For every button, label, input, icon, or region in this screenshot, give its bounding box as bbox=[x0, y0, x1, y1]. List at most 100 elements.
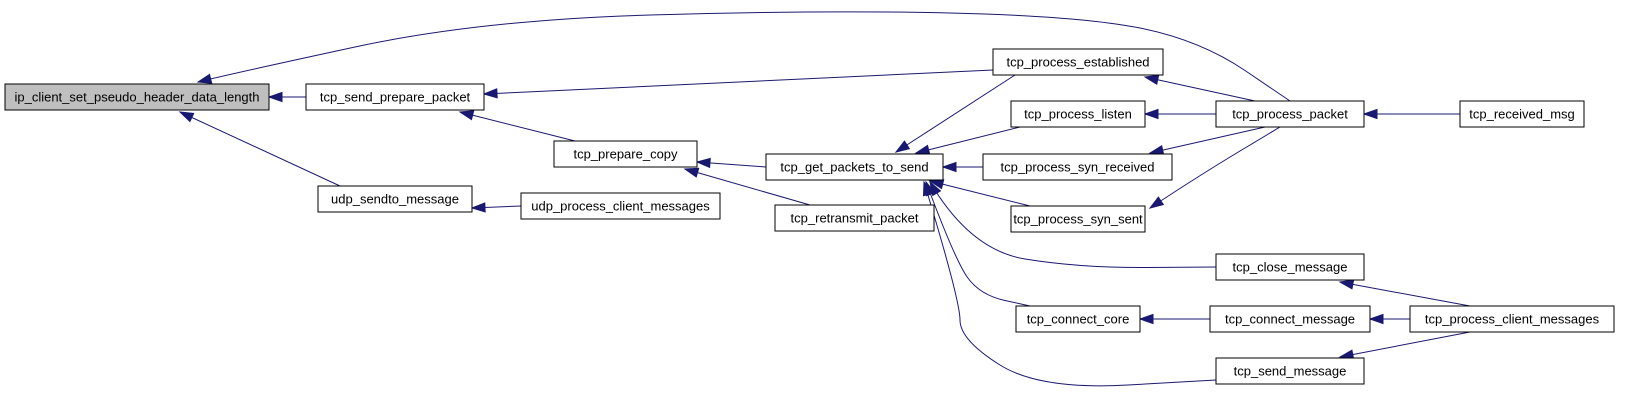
node-box[interactable] bbox=[1209, 305, 1371, 333]
node-udp_process_client_messages[interactable]: udp_process_client_messages bbox=[520, 192, 721, 220]
node-box[interactable] bbox=[1409, 305, 1615, 333]
node-box[interactable] bbox=[1010, 100, 1146, 128]
arrow-icon bbox=[1143, 74, 1160, 85]
node-box[interactable] bbox=[4, 83, 270, 111]
node-label: tcp_process_client_messages bbox=[1425, 312, 1600, 327]
edge-line bbox=[915, 126, 1021, 154]
node-tcp_send_message[interactable]: tcp_send_message bbox=[1215, 357, 1365, 385]
arrow-icon bbox=[1138, 313, 1154, 325]
edge-tcp_process_packet-to-ip_client_set_pseudo_header_data_length bbox=[196, 11, 1291, 102]
edge-tcp_process_syn_sent-to-tcp_get_packets_to_send bbox=[928, 179, 1031, 207]
arrow-icon bbox=[482, 88, 498, 99]
node-box[interactable] bbox=[1215, 357, 1365, 385]
node-tcp_close_message[interactable]: tcp_close_message bbox=[1215, 253, 1365, 281]
node-label: tcp_send_prepare_packet bbox=[320, 90, 471, 105]
edge-line bbox=[684, 168, 811, 206]
node-box[interactable] bbox=[992, 48, 1164, 76]
node-tcp_process_packet[interactable]: tcp_process_packet bbox=[1215, 100, 1365, 128]
node-box[interactable] bbox=[520, 192, 721, 220]
edge-tcp_process_packet-to-tcp_process_syn_sent bbox=[1148, 126, 1281, 209]
node-box[interactable] bbox=[1015, 305, 1141, 333]
edge-udp_process_client_messages-to-udp_sendto_message bbox=[470, 202, 522, 213]
node-label: udp_process_client_messages bbox=[531, 199, 710, 214]
edge-line bbox=[1339, 281, 1471, 307]
edge-tcp_process_established-to-tcp_get_packets_to_send bbox=[894, 74, 1016, 153]
node-label: tcp_process_listen bbox=[1024, 107, 1132, 122]
node-label: tcp_process_syn_sent bbox=[1013, 212, 1143, 227]
arrow-icon bbox=[1362, 108, 1378, 120]
edge-tcp_process_packet-to-tcp_process_listen bbox=[1143, 108, 1216, 120]
edge-tcp_connect_message-to-tcp_connect_core bbox=[1138, 313, 1210, 325]
node-ip_client_set_pseudo_header_data_length[interactable]: ip_client_set_pseudo_header_data_length bbox=[4, 83, 270, 111]
node-tcp_connect_core[interactable]: tcp_connect_core bbox=[1015, 305, 1141, 333]
edge-line bbox=[895, 74, 1016, 153]
arrow-icon bbox=[941, 161, 957, 173]
edge-line bbox=[197, 11, 1291, 102]
edge-tcp_send_prepare_packet-to-ip_client_set_pseudo_header_data_length bbox=[267, 91, 306, 103]
edge-tcp_send_message-to-tcp_get_packets_to_send bbox=[922, 180, 1217, 387]
node-label: tcp_close_message bbox=[1233, 260, 1348, 275]
edge-tcp_received_msg-to-tcp_process_packet bbox=[1362, 108, 1460, 120]
arrow-icon bbox=[1148, 196, 1165, 209]
edge-line bbox=[1339, 331, 1471, 358]
edge-tcp_process_syn_received-to-tcp_get_packets_to_send bbox=[941, 161, 983, 173]
node-label: ip_client_set_pseudo_header_data_length bbox=[14, 90, 259, 105]
arrow-icon bbox=[1148, 144, 1165, 156]
node-tcp_process_client_messages[interactable]: tcp_process_client_messages bbox=[1409, 305, 1615, 333]
node-box[interactable] bbox=[982, 153, 1173, 181]
node-tcp_received_msg[interactable]: tcp_received_msg bbox=[1459, 100, 1585, 128]
edge-tcp_get_packets_to_send-to-tcp_prepare_copy bbox=[695, 157, 767, 169]
node-tcp_connect_message[interactable]: tcp_connect_message bbox=[1209, 305, 1371, 333]
arrow-icon bbox=[922, 180, 933, 197]
arrow-icon bbox=[683, 167, 700, 178]
edges-layer bbox=[178, 11, 1471, 387]
edge-tcp_process_client_messages-to-tcp_send_message bbox=[1338, 331, 1471, 360]
arrow-icon bbox=[458, 110, 475, 121]
node-tcp_retransmit_packet[interactable]: tcp_retransmit_packet bbox=[774, 204, 935, 232]
node-tcp_get_packets_to_send[interactable]: tcp_get_packets_to_send bbox=[765, 153, 944, 181]
node-box[interactable] bbox=[774, 204, 935, 232]
arrow-icon bbox=[695, 157, 711, 169]
node-label: udp_sendto_message bbox=[331, 192, 459, 207]
edge-udp_sendto_message-to-ip_client_set_pseudo_header_data_length bbox=[178, 111, 341, 187]
node-label: tcp_process_established bbox=[1006, 55, 1149, 70]
edge-tcp_process_client_messages-to-tcp_close_message bbox=[1338, 279, 1471, 307]
arrow-icon bbox=[1143, 108, 1159, 120]
node-box[interactable] bbox=[1215, 253, 1365, 281]
node-box[interactable] bbox=[1215, 100, 1365, 128]
edge-tcp_process_established-to-tcp_send_prepare_packet bbox=[482, 69, 994, 99]
edge-line bbox=[1149, 126, 1281, 209]
node-label: tcp_connect_core bbox=[1027, 312, 1130, 327]
node-udp_sendto_message[interactable]: udp_sendto_message bbox=[317, 185, 473, 213]
node-label: tcp_send_message bbox=[1234, 364, 1347, 379]
arrow-icon bbox=[894, 140, 911, 153]
arrow-icon bbox=[1368, 313, 1384, 325]
node-box[interactable] bbox=[1459, 100, 1585, 128]
node-tcp_process_syn_received[interactable]: tcp_process_syn_received bbox=[982, 153, 1173, 181]
node-tcp_send_prepare_packet[interactable]: tcp_send_prepare_packet bbox=[305, 83, 485, 111]
edge-line bbox=[929, 180, 1031, 207]
node-label: tcp_received_msg bbox=[1469, 107, 1575, 122]
edge-line bbox=[179, 111, 341, 187]
node-tcp_process_syn_sent[interactable]: tcp_process_syn_sent bbox=[1010, 205, 1146, 233]
node-box[interactable] bbox=[317, 185, 473, 213]
node-tcp_prepare_copy[interactable]: tcp_prepare_copy bbox=[553, 140, 698, 168]
edge-tcp_retransmit_packet-to-tcp_prepare_copy bbox=[683, 167, 811, 206]
arrow-icon bbox=[178, 111, 195, 123]
node-tcp_process_established[interactable]: tcp_process_established bbox=[992, 48, 1164, 76]
node-box[interactable] bbox=[1010, 205, 1146, 233]
node-label: tcp_process_packet bbox=[1232, 107, 1348, 122]
node-tcp_process_listen[interactable]: tcp_process_listen bbox=[1010, 100, 1146, 128]
node-box[interactable] bbox=[305, 83, 485, 111]
node-box[interactable] bbox=[765, 153, 944, 181]
node-label: tcp_process_syn_received bbox=[1001, 160, 1155, 175]
edge-tcp_process_client_messages-to-tcp_connect_message bbox=[1368, 313, 1410, 325]
arrow-icon bbox=[914, 144, 931, 155]
node-label: tcp_get_packets_to_send bbox=[780, 160, 928, 175]
node-box[interactable] bbox=[553, 140, 698, 168]
arrow-icon bbox=[1338, 279, 1355, 290]
node-label: tcp_retransmit_packet bbox=[791, 211, 919, 226]
arrow-icon bbox=[470, 202, 486, 213]
